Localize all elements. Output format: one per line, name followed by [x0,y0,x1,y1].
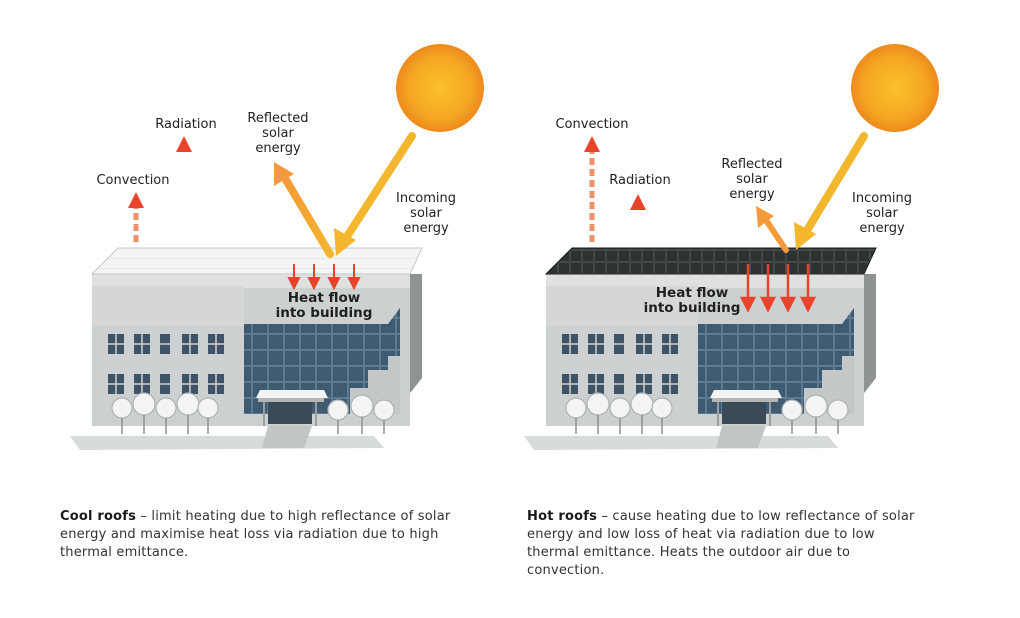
radiation-arrow [630,194,646,242]
hot-building [523,247,877,451]
svg-text:Heat flow: Heat flow [288,290,360,306]
svg-text:Reflected: Reflected [247,111,308,126]
cool-roofs-caption: Cool roofs – limit heating due to high r… [60,508,460,562]
convection-label: Convection [555,117,628,132]
radiation-label: Radiation [155,117,216,132]
cool-roof-surface [90,247,423,275]
svg-text:Incoming: Incoming [852,191,912,206]
hot-roof-surface [544,247,877,275]
incoming-solar-arrow [794,132,868,250]
incoming-solar-label: Incoming solar energy [852,191,912,236]
convection-label: Convection [96,173,169,188]
reflected-solar-arrow [756,206,789,253]
svg-text:into building: into building [644,300,741,316]
incoming-solar-label: Incoming solar energy [396,191,456,236]
radiation-arrow [176,136,192,242]
svg-text:Incoming: Incoming [396,191,456,206]
reflected-solar-arrow [274,162,334,258]
svg-text:solar: solar [262,126,294,141]
heat-flow-arrows [287,264,361,291]
svg-text:solar: solar [410,206,442,221]
svg-text:energy: energy [403,221,449,236]
incoming-solar-arrow [334,132,416,256]
svg-text:Heat flow: Heat flow [656,285,728,301]
cool-building [69,247,423,451]
heat-flow-label: Heat flow into building [276,290,373,321]
svg-text:energy: energy [859,221,905,236]
hot-roofs-caption-text: – cause heating due to low reflectance o… [527,509,915,578]
sun-icon [396,44,484,132]
svg-text:energy: energy [255,141,301,156]
cool-roof-panel: Radiation Convection Reflected solar ene… [69,44,484,451]
hot-roofs-caption: Hot roofs – cause heating due to low ref… [527,508,927,580]
svg-text:into building: into building [276,305,373,321]
convection-arrow [128,192,144,242]
heat-flow-arrows [739,264,817,313]
reflected-solar-label: Reflected solar energy [721,157,782,202]
hot-roof-panel: Convection Radiation Reflected solar ene… [523,44,939,451]
cool-roofs-caption-text: – limit heating due to high reflectance … [60,509,451,560]
convection-arrow [584,136,600,242]
reflected-solar-label: Reflected solar energy [247,111,308,156]
cool-roofs-caption-title: Cool roofs [60,509,137,524]
hot-roofs-caption-title: Hot roofs [527,509,598,524]
radiation-label: Radiation [609,173,670,188]
svg-text:solar: solar [736,172,768,187]
svg-text:solar: solar [866,206,898,221]
svg-text:Reflected: Reflected [721,157,782,172]
svg-text:energy: energy [729,187,775,202]
heat-flow-label: Heat flow into building [644,285,741,316]
sun-icon [851,44,939,132]
